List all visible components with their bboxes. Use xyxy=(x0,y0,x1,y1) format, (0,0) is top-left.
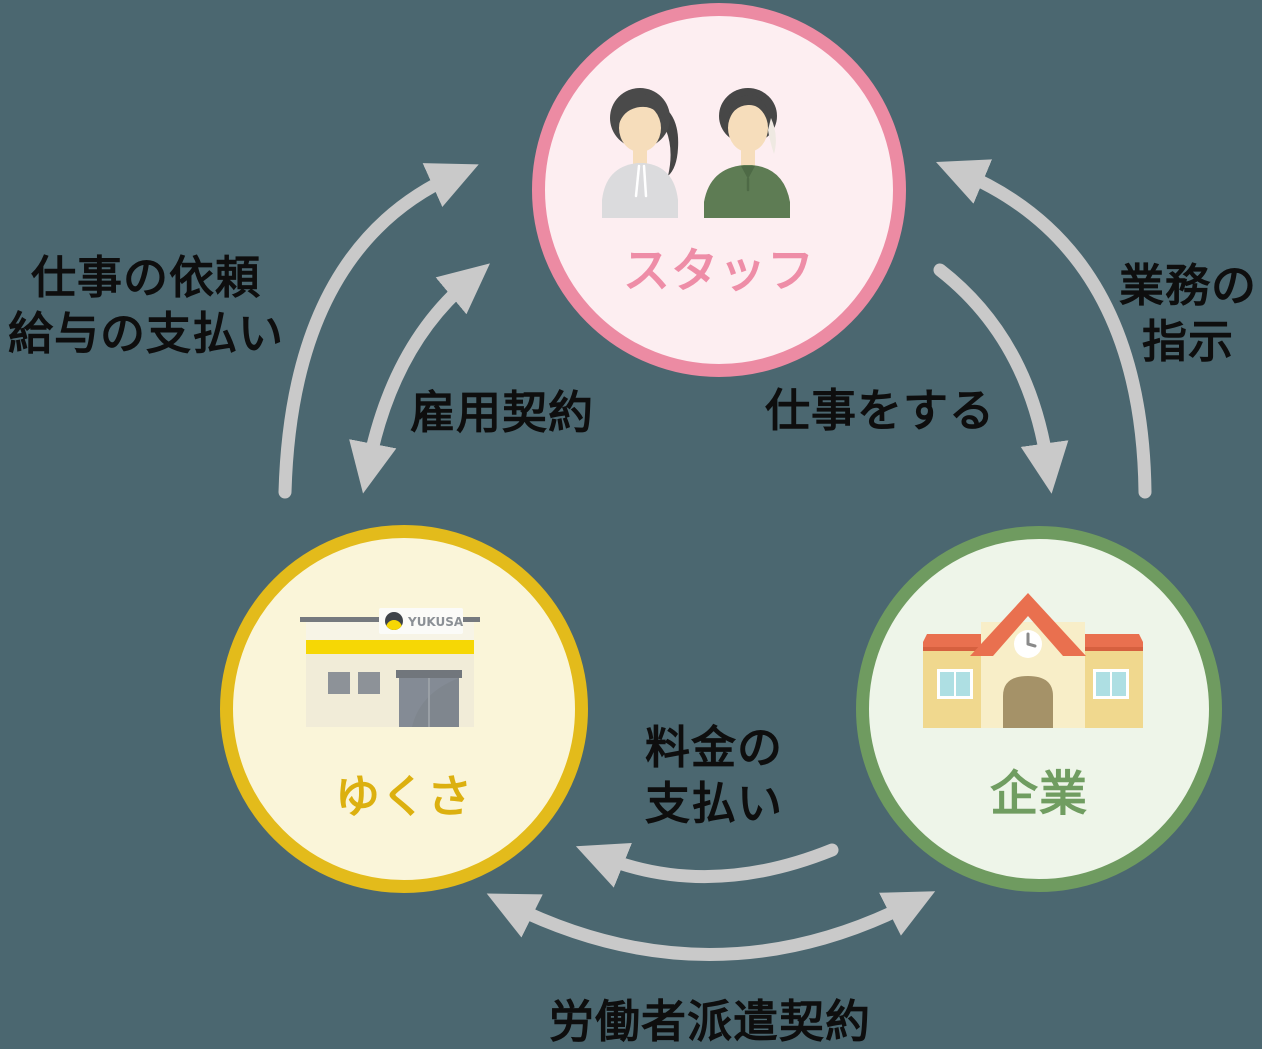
edge-label-job-request-salary: 仕事の依頼 給与の支払い xyxy=(8,250,284,363)
node-staff: スタッフ xyxy=(532,3,906,377)
arrow-staff-to-company xyxy=(933,263,1069,494)
edge-label-work-instructions: 業務の 指示 xyxy=(1119,258,1257,371)
edge-label-line: 業務の xyxy=(1118,259,1258,312)
node-company: 企業 xyxy=(856,526,1222,892)
edge-label-employment-contract: 雇用契約 xyxy=(410,385,594,441)
edge-label-line: 指示 xyxy=(1141,315,1235,369)
staff-label: スタッフ xyxy=(623,244,815,299)
arrow-dispatch-contract xyxy=(486,891,936,961)
edge-label-dispatch-contract: 労働者派遣契約 xyxy=(549,994,871,1049)
edge-label-line: 雇用契約 xyxy=(409,386,595,439)
edge-label-line: 仕事をする xyxy=(764,384,996,437)
arrow-company-to-yukusa xyxy=(575,843,839,888)
edge-label-line: 料金の xyxy=(644,721,784,774)
company-label: 企業 xyxy=(989,766,1089,822)
edge-label-line: 仕事の依頼 xyxy=(30,251,262,304)
yukusa-sign-text: YUKUSA xyxy=(407,615,464,629)
arrow-company-to-staff xyxy=(936,159,1152,499)
edge-label-line: 支払い xyxy=(644,777,784,831)
yukusa-label: ゆくさ xyxy=(334,770,474,823)
arrow-yukusa-to-staff xyxy=(278,163,479,499)
edge-label-line: 労働者派遣契約 xyxy=(548,995,872,1048)
edge-label-line: 給与の支払い xyxy=(7,307,285,361)
arrow-employment-contract xyxy=(349,263,490,494)
two-people-icon xyxy=(602,88,790,218)
edge-label-do-work: 仕事をする xyxy=(765,383,995,439)
node-yukusa: YUKUSA ゆくさ xyxy=(220,525,588,893)
edge-label-fee-payment: 料金の 支払い xyxy=(645,720,783,833)
storefront-icon: YUKUSA xyxy=(300,608,480,727)
school-building-icon xyxy=(923,593,1143,728)
